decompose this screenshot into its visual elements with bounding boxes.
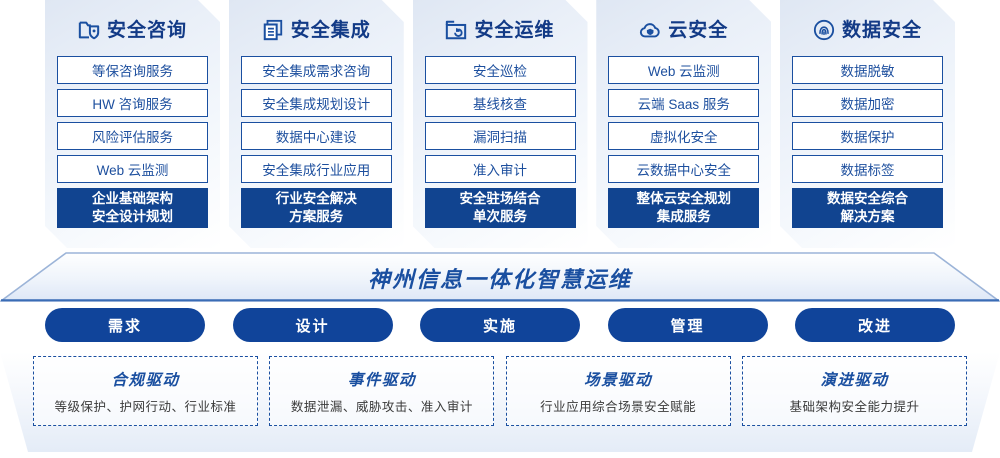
service-highlight[interactable]: 企业基础架构 安全设计规划 (57, 188, 208, 228)
service-item[interactable]: 数据标签 (792, 155, 943, 183)
column-header: 安全咨询 (57, 10, 208, 50)
monitor-chart-icon (445, 19, 467, 41)
column-security-operations[interactable]: 安全运维 安全巡检 基线核查 漏洞扫描 准入审计 安全驻场结合 单次服务 (413, 0, 588, 248)
lifecycle-stages: 需求 设计 实施 管理 改进 (0, 308, 1000, 344)
driver-evolution[interactable]: 演进驱动 基础架构安全能力提升 (741, 356, 967, 426)
column-header: 安全集成 (241, 10, 392, 50)
service-item[interactable]: 虚拟化安全 (608, 122, 759, 150)
column-title: 云安全 (668, 19, 729, 41)
driver-title: 事件驱动 (347, 371, 416, 389)
service-item[interactable]: 准入审计 (425, 155, 576, 183)
service-highlight[interactable]: 数据安全综合 解决方案 (792, 188, 943, 228)
service-item[interactable]: 基线核查 (425, 89, 576, 117)
service-item[interactable]: 安全集成需求咨询 (241, 56, 392, 84)
driver-incident[interactable]: 事件驱动 数据泄漏、威胁攻击、准入审计 (269, 356, 495, 426)
highlight-line-1: 行业安全解决 (275, 190, 357, 206)
document-stack-icon (262, 19, 284, 41)
driver-title: 演进驱动 (820, 371, 889, 389)
highlight-line-1: 数据安全综合 (827, 190, 908, 206)
column-security-consulting[interactable]: 安全咨询 等保咨询服务 HW 咨询服务 风险评估服务 Web 云监测 企业基础架… (45, 0, 220, 248)
fingerprint-icon (813, 19, 835, 41)
driver-description: 行业应用综合场景安全赋能 (540, 399, 697, 414)
service-highlight[interactable]: 行业安全解决 方案服务 (241, 188, 392, 228)
highlight-line-2: 集成服务 (656, 209, 711, 224)
service-highlight[interactable]: 整体云安全规划 集成服务 (608, 188, 759, 228)
service-item[interactable]: 等保咨询服务 (57, 56, 208, 84)
stage-pill-requirement[interactable]: 需求 (45, 308, 205, 342)
service-item[interactable]: 数据中心建设 (241, 122, 392, 150)
cloud-shield-icon (639, 19, 661, 41)
column-data-security[interactable]: 数据安全 数据脱敏 数据加密 数据保护 数据标签 数据安全综合 解决方案 (780, 0, 955, 248)
driver-description: 基础架构安全能力提升 (789, 399, 920, 414)
service-item[interactable]: 安全集成规划设计 (241, 89, 392, 117)
column-cloud-security[interactable]: 云安全 Web 云监测 云端 Saas 服务 虚拟化安全 云数据中心安全 整体云… (596, 0, 771, 248)
column-security-integration[interactable]: 安全集成 安全集成需求咨询 安全集成规划设计 数据中心建设 安全集成行业应用 行… (229, 0, 404, 248)
column-header: 云安全 (608, 10, 759, 50)
platform-banner: 神州信息一体化智慧运维 (0, 252, 1000, 302)
column-title: 安全运维 (474, 19, 555, 41)
column-items: Web 云监测 云端 Saas 服务 虚拟化安全 云数据中心安全 整体云安全规划… (608, 56, 759, 228)
service-item[interactable]: 数据脱敏 (792, 56, 943, 84)
driver-title: 场景驱动 (584, 371, 653, 389)
driver-scenario[interactable]: 场景驱动 行业应用综合场景安全赋能 (505, 356, 731, 426)
stage-pill-improvement[interactable]: 改进 (795, 308, 955, 342)
highlight-line-1: 整体云安全规划 (636, 190, 731, 206)
stage-pill-implementation[interactable]: 实施 (420, 308, 580, 342)
service-item[interactable]: Web 云监测 (608, 56, 759, 84)
driver-compliance[interactable]: 合规驱动 等级保护、护网行动、行业标准 (33, 356, 258, 426)
highlight-line-2: 方案服务 (289, 209, 344, 224)
highlight-line-2: 解决方案 (840, 209, 895, 224)
column-title: 安全集成 (290, 19, 371, 41)
stage-pill-management[interactable]: 管理 (607, 308, 768, 342)
highlight-line-2: 安全设计规划 (92, 209, 173, 224)
folder-shield-icon (78, 19, 100, 41)
service-item[interactable]: 安全集成行业应用 (241, 155, 392, 183)
service-item[interactable]: 风险评估服务 (57, 122, 208, 150)
service-item[interactable]: HW 咨询服务 (57, 89, 208, 117)
service-item[interactable]: 云端 Saas 服务 (608, 89, 759, 117)
service-item[interactable]: 数据加密 (792, 89, 943, 117)
column-items: 安全集成需求咨询 安全集成规划设计 数据中心建设 安全集成行业应用 行业安全解决… (241, 56, 392, 228)
column-title: 数据安全 (841, 19, 922, 41)
service-item[interactable]: Web 云监测 (57, 155, 208, 183)
stage-pill-design[interactable]: 设计 (232, 308, 393, 342)
platform-banner-title: 神州信息一体化智慧运维 (367, 267, 632, 292)
drivers-row: 合规驱动 等级保护、护网行动、行业标准 事件驱动 数据泄漏、威胁攻击、准入审计 … (0, 356, 1000, 444)
service-highlight[interactable]: 安全驻场结合 单次服务 (425, 188, 576, 228)
highlight-line-1: 企业基础架构 (92, 190, 173, 206)
service-item[interactable]: 安全巡检 (425, 56, 576, 84)
driver-description: 等级保护、护网行动、行业标准 (54, 399, 237, 414)
service-item[interactable]: 数据保护 (792, 122, 943, 150)
column-items: 等保咨询服务 HW 咨询服务 风险评估服务 Web 云监测 企业基础架构 安全设… (57, 56, 208, 228)
column-items: 数据脱敏 数据加密 数据保护 数据标签 数据安全综合 解决方案 (792, 56, 943, 228)
column-header: 安全运维 (425, 10, 576, 50)
column-items: 安全巡检 基线核查 漏洞扫描 准入审计 安全驻场结合 单次服务 (425, 56, 576, 228)
column-title: 安全咨询 (106, 19, 187, 41)
column-header: 数据安全 (792, 10, 943, 50)
highlight-line-2: 单次服务 (473, 209, 527, 224)
driver-description: 数据泄漏、威胁攻击、准入审计 (290, 399, 473, 414)
service-columns: 安全咨询 等保咨询服务 HW 咨询服务 风险评估服务 Web 云监测 企业基础架… (0, 0, 1000, 252)
service-item[interactable]: 漏洞扫描 (425, 122, 576, 150)
driver-title: 合规驱动 (111, 371, 180, 389)
service-item[interactable]: 云数据中心安全 (608, 155, 759, 183)
highlight-line-1: 安全驻场结合 (459, 190, 541, 206)
